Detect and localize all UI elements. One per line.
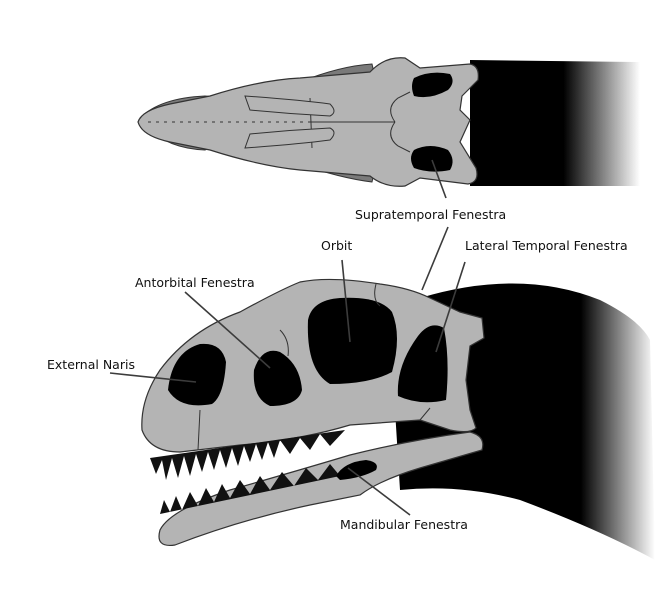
external-naris [168,343,226,406]
label-supratemporal-fenestra: Supratemporal Fenestra [355,207,507,222]
label-orbit: Orbit [321,238,353,253]
lateral-view [141,278,655,560]
leader-antorbital [184,291,271,369]
label-antorbital-fenestra: Antorbital Fenestra [135,275,255,290]
neck-dorsal [470,60,640,186]
leader-mandibular [347,467,411,516]
supratemporal-fenestra-upper [412,72,453,98]
leader-orbit [341,259,351,343]
leader-supratemporal [431,159,447,199]
mandibular-fenestra [336,460,377,480]
label-mandibular-fenestra: Mandibular Fenestra [340,517,468,532]
orbit [307,297,397,384]
dorsal-view [137,57,640,187]
leader-supratemporal-lateral [421,226,449,291]
upper-teeth [150,430,345,480]
lateral-temporal-fenestra [397,325,448,403]
supratemporal-fenestra-lower [411,146,453,172]
label-external-naris: External Naris [47,357,135,372]
lower-jaw [158,431,484,547]
label-lateral-temporal-fenestra: Lateral Temporal Fenestra [465,238,628,253]
leader-lateral-temporal [435,261,466,353]
lower-teeth [160,464,340,514]
leader-lines [109,159,466,516]
leader-external-naris [109,372,197,383]
